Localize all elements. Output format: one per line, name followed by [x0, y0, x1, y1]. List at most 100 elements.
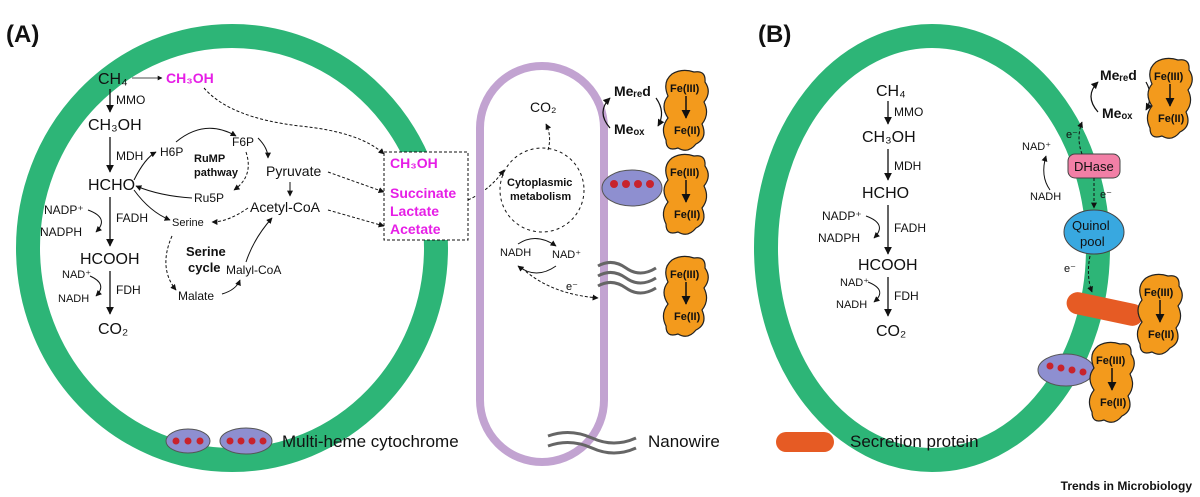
svg-text:Fe(III): Fe(III) — [1144, 287, 1174, 299]
arrow-me-ox-to-red — [602, 97, 611, 129]
b-arrow-nadh-to-nad — [1041, 155, 1051, 191]
b-arrow-me-ox-to-red — [1090, 81, 1099, 113]
arrow-h6p-to-f6p — [175, 127, 237, 143]
arrow-acetylcoa-to-serine — [211, 207, 249, 225]
legend-cytochrome-icon-2 — [219, 427, 273, 455]
svg-text:Fe(III): Fe(III) — [670, 83, 700, 95]
b-nadh-label: NADH — [836, 299, 867, 311]
product-acetate: Acetate — [390, 221, 441, 237]
pyruvate-label: Pyruvate — [266, 163, 321, 179]
legend-nanowire-label: Nanowire — [648, 432, 720, 451]
panel-a-label: (A) — [6, 21, 39, 48]
quinol-pool-label-1: Quinol — [1072, 218, 1110, 233]
ch3oh-secreted-label: CH₃OH — [166, 70, 214, 86]
hcho-label: HCHO — [88, 177, 135, 194]
partner-co2-label: CO₂ — [530, 99, 556, 115]
b-fdh-enzyme-label: FDH — [894, 289, 919, 303]
b-nadh-2-label: NADH — [1030, 191, 1061, 203]
legend-nanowire-icon — [547, 431, 637, 455]
products-box — [383, 151, 469, 241]
svg-text:Fe(II): Fe(II) — [674, 125, 701, 137]
partner-nad-plus-label: NAD⁺ — [552, 249, 581, 261]
multiheme-cytochrome-partner — [601, 169, 663, 207]
ch4-label: CH₄ — [98, 71, 128, 88]
partner-me-ox-label: Meₒₓ — [614, 121, 645, 137]
svg-text:Fe(III): Fe(III) — [670, 269, 700, 281]
arrow-f6p-to-pyruvate — [257, 137, 271, 159]
fadh-enzyme-label: FADH — [116, 211, 148, 225]
b-arrow-nadp-to-nadph — [865, 215, 880, 239]
fe-mineral-b-2: Fe(III) Fe(II) — [1137, 274, 1182, 354]
legend-heme-icon-2 — [226, 437, 267, 445]
b-nadph-label: NADPH — [818, 231, 860, 245]
f6p-label: F6P — [232, 135, 254, 149]
b-nad-plus-label: NAD⁺ — [840, 277, 869, 289]
nadp-plus-label: NADP⁺ — [44, 203, 84, 217]
b-electron-label-3: e⁻ — [1064, 263, 1076, 275]
rump-pathway-label-1: RuMP — [194, 153, 225, 165]
serine-cycle-label-1: Serine — [186, 244, 226, 259]
partner-me-red-label: Meᵣₑd — [614, 83, 651, 99]
b-hcho-label: HCHO — [862, 185, 909, 202]
arrow-acetylcoa-export — [327, 209, 385, 228]
product-lactate: Lactate — [390, 203, 439, 219]
partner-electron-label: e⁻ — [566, 281, 578, 293]
svg-text:Fe(III): Fe(III) — [1154, 71, 1184, 83]
b-ch4-label: CH₄ — [876, 83, 906, 100]
arrow-ch3oh-export — [203, 87, 385, 155]
arrow-malate-to-malylcoa — [221, 279, 241, 295]
panel-b-label: (B) — [758, 21, 791, 48]
b-nad-plus-2-label: NAD⁺ — [1022, 141, 1051, 153]
heme-chain-partner — [610, 180, 654, 188]
mmo-enzyme-label: MMO — [116, 93, 145, 107]
heme-chain-b — [1046, 362, 1087, 376]
fdh-enzyme-label: FDH — [116, 283, 141, 297]
nadph-label: NADPH — [40, 225, 82, 239]
cyto-metabolism-label-1: Cytoplasmic — [507, 177, 572, 189]
arrow-serine-to-malate — [165, 235, 177, 291]
rump-pathway-label-2: pathway — [194, 167, 239, 179]
arrow-ru5p-to-hcho — [135, 185, 193, 199]
nadh-label: NADH — [58, 293, 89, 305]
acetylcoa-label: Acetyl-CoA — [250, 199, 321, 215]
arrow-nad-to-nadh — [89, 275, 102, 297]
partner-cell-wall — [476, 62, 608, 466]
ru5p-label: Ru5P — [194, 191, 224, 205]
nanowire-partner — [597, 261, 657, 295]
fe-mineral-partner-1: Fe(III) Fe(II) — [663, 70, 708, 150]
quinol-pool-label-2: pool — [1080, 234, 1105, 249]
svg-text:Fe(II): Fe(II) — [674, 209, 701, 221]
h6p-label: H6P — [160, 145, 183, 159]
arrow-electron-out — [521, 267, 599, 301]
svg-text:Fe(II): Fe(II) — [1148, 329, 1175, 341]
svg-text:Fe(II): Fe(II) — [1100, 397, 1127, 409]
arrow-me-red-to-fe — [655, 97, 665, 127]
fe-mineral-partner-3: Fe(III) Fe(II) — [663, 256, 708, 336]
b-arrow-dhase-to-me — [1077, 121, 1083, 155]
b-co2-label: CO₂ — [876, 323, 906, 340]
product-succinate: Succinate — [390, 185, 456, 201]
b-mmo-enzyme-label: MMO — [894, 105, 923, 119]
b-electron-label-2: e⁻ — [1100, 189, 1112, 201]
b-fadh-enzyme-label: FADH — [894, 221, 926, 235]
journal-brand: Trends in Microbiology — [1061, 479, 1193, 493]
b-hcooh-label: HCOOH — [858, 257, 918, 274]
hcooh-label: HCOOH — [80, 251, 140, 268]
quinol-pool — [1063, 209, 1125, 255]
svg-text:Fe(III): Fe(III) — [1096, 355, 1126, 367]
cyto-metabolism-label-2: metabolism — [510, 191, 571, 203]
nad-plus-label: NAD⁺ — [62, 269, 91, 281]
arrow-nad-to-nadh — [517, 265, 557, 274]
svg-text:Fe(III): Fe(III) — [670, 167, 700, 179]
methanotroph-cell-wall-b — [754, 24, 1110, 472]
b-electron-label-1: e⁻ — [1066, 129, 1078, 141]
methanotroph-cell-wall-a — [16, 24, 448, 472]
fe-mineral-b-1: Fe(III) Fe(II) — [1147, 58, 1192, 138]
arrow-cyto-to-co2 — [545, 123, 552, 151]
b-arrow-nad-to-nadh — [867, 281, 881, 303]
co2-label: CO₂ — [98, 321, 128, 338]
serine-cycle-label-2: cycle — [188, 260, 221, 275]
legend-secretion-icon — [776, 432, 834, 452]
serine-label: Serine — [172, 217, 204, 229]
